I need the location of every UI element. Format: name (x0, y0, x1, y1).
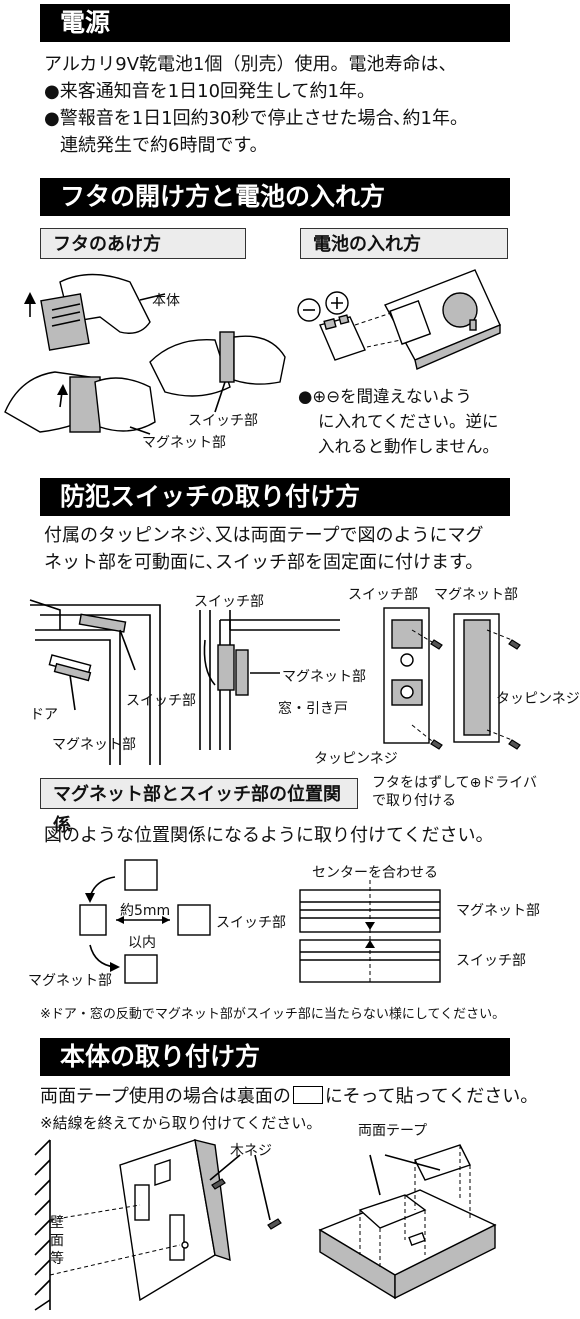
lid-open-illustration (4, 273, 286, 435)
lid-section-title: フタの開け方と電池の入れ方 (40, 178, 510, 216)
driver-note-line2: で取り付ける (372, 793, 456, 809)
battery-illustration (297, 269, 501, 370)
mount-body-text-a: 両面テープ使用の場合は裏面の (40, 1086, 291, 1107)
label-magnet-window: マグネット部 (282, 669, 366, 685)
label-wall-3: 等 (50, 1251, 64, 1267)
label-magnet-door: マグネット部 (52, 737, 136, 753)
label-switch-screw: スイッチ部 (348, 587, 418, 603)
door-illustration (29, 599, 161, 765)
driver-note-line1: フタをはずして⊕ドライバ (372, 775, 538, 791)
tape-illustration (318, 1144, 497, 1300)
mount-body-note: ※結線を終えてから取り付けてください。 (40, 1114, 322, 1132)
label-switch-part: スイッチ部 (188, 413, 258, 429)
position-subtitle: マグネット部とスイッチ部の位置関係 (40, 778, 358, 836)
power-text-line1: アルカリ9V乾電池1個（別売）使用。電池寿命は、 (44, 54, 457, 75)
label-wood-screw: 木ネジ (230, 1143, 272, 1159)
battery-note-line3: 入れると動作しません。 (318, 437, 500, 456)
mount-switch-section-title: 防犯スイッチの取り付け方 (40, 478, 510, 516)
label-magnet-position: マグネット部 (28, 973, 112, 989)
label-tapping-screw-right: タッピンネジ (496, 691, 580, 707)
mount-body-text-b: にそって貼ってください。 (324, 1086, 539, 1107)
battery-note-line2: に入れてください。逆に (318, 412, 499, 431)
center-align-diagram (299, 880, 441, 985)
power-section-title: 電源 (40, 4, 510, 42)
position-caution: ※ドア・窓の反動でマグネット部がスイッチ部に当たらない様にしてください。 (40, 1007, 506, 1022)
power-text-line4: 連続発生で約6時間です。 (60, 135, 268, 156)
label-tapping-screw-bottom: タッピンネジ (314, 751, 398, 767)
center-align-label: センターを合わせる (312, 865, 438, 881)
label-double-tape: 両面テープ (358, 1123, 428, 1139)
power-text-line3: ●警報音を1日1回約30秒で停止させた場合､約1年。 (44, 108, 468, 129)
label-switch-window: スイッチ部 (194, 594, 264, 610)
window-illustration (199, 610, 340, 750)
label-magnet-part: マグネット部 (142, 435, 226, 451)
label-window-slide: 窓・引き戸 (278, 701, 348, 717)
battery-insert-subtitle: 電池の入れ方 (300, 228, 508, 259)
label-wall-2: 面 (50, 1233, 64, 1249)
label-switch-center: スイッチ部 (456, 953, 526, 969)
battery-note-line1: ●⊕⊖を間違えないよう (298, 387, 472, 406)
position-diagram (79, 859, 211, 984)
mount-switch-text-line1: 付属のタッピンネジ､又は両面テープで図のようにマグ (44, 525, 484, 546)
label-magnet-center: マグネット部 (456, 903, 540, 919)
lid-open-subtitle: フタのあけ方 (40, 228, 246, 259)
mount-switch-text-line2: ネット部を可動面に､スイッチ部を固定面に付けます。 (44, 552, 484, 573)
label-wall-1: 壁 (50, 1215, 64, 1231)
label-door: ドア (30, 707, 58, 723)
label-body: 本体 (152, 293, 180, 309)
tape-outline-box (292, 1086, 323, 1104)
position-instruction: 図のような位置関係になるように取り付けてください。 (44, 825, 494, 846)
wall-mount-illustration (34, 1139, 282, 1311)
distance-limit-label: 以内 (128, 935, 156, 951)
power-text-line2: ●来客通知音を1日10回発生して約1年。 (44, 81, 375, 102)
distance-label: 約5mm (120, 903, 171, 919)
screw-mount-illustration (383, 607, 521, 750)
label-switch-position: スイッチ部 (216, 915, 286, 931)
mount-body-section-title: 本体の取り付け方 (40, 1038, 510, 1076)
label-magnet-screw: マグネット部 (434, 587, 518, 603)
label-switch-door: スイッチ部 (126, 693, 196, 709)
